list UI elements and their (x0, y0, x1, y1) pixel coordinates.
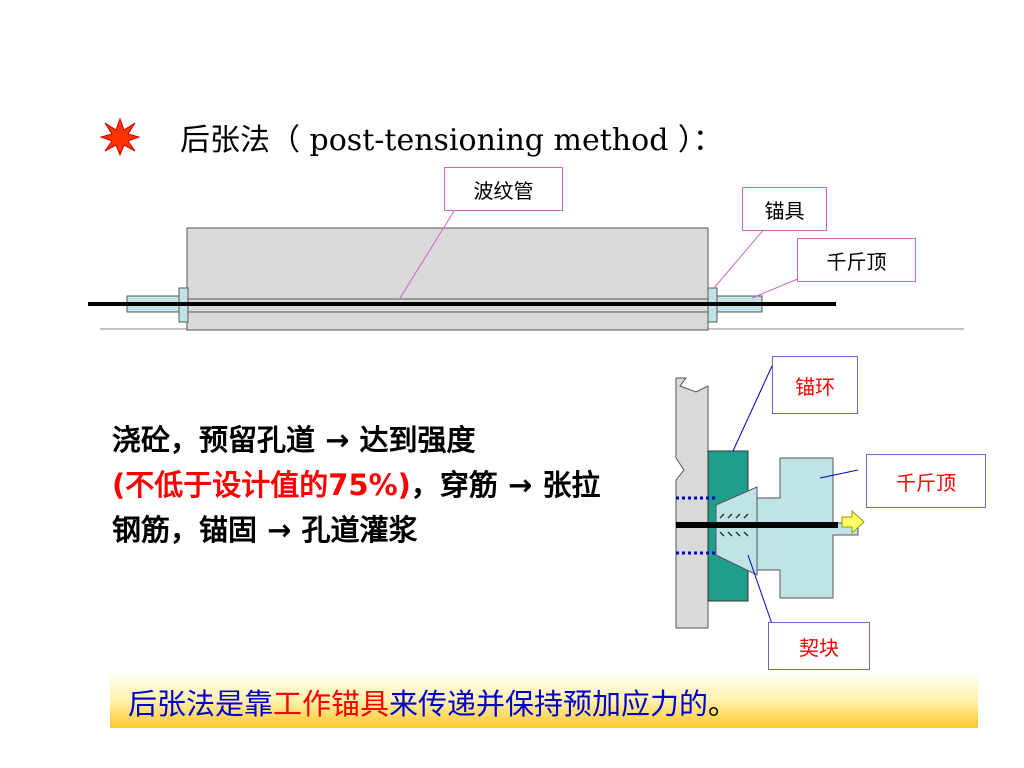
wedge-leader (747, 554, 773, 625)
summary-banner: 后张法是靠工作锚具来传递并保持预加应力的。 (110, 676, 978, 728)
process-step-2: ，穿筋 → 张拉钢筋，锚固 → 孔道灌浆 (112, 468, 601, 547)
process-description: 浇砼，预留孔道 → 达到强度 (不低于设计值的75%)，穿筋 → 张拉钢筋，锚固… (112, 418, 622, 553)
title-row: 后张法（ post-tensioning method ）： (100, 112, 723, 162)
strength-requirement: (不低于设计值的75%) (112, 468, 411, 502)
starburst-icon (100, 117, 140, 157)
summary-period: 。 (708, 687, 738, 721)
concrete-wall (675, 377, 709, 629)
anchor-ring-label: 锚环 (772, 356, 858, 414)
page-title: 后张法（ post-tensioning method ）： (180, 123, 723, 158)
wedge-shape (715, 486, 758, 576)
jack-label: 千斤顶 (797, 238, 916, 282)
duct-label: 波纹管 (444, 167, 563, 211)
wedge-label: 契块 (768, 622, 870, 670)
anchor-ring-leader (732, 365, 773, 452)
anchor-leader (713, 227, 766, 289)
anchor-label: 锚具 (742, 187, 827, 231)
pull-arrow-icon (841, 509, 865, 535)
jack-detail-label: 千斤顶 (866, 454, 986, 508)
jack2-leader (819, 469, 859, 479)
summary-part-3: 来传递并保持预加应力的 (389, 687, 709, 721)
process-step-1: 浇砼，预留孔道 → 达到强度 (112, 423, 476, 457)
summary-highlight: 工作锚具 (273, 687, 390, 721)
wedge-teeth (719, 513, 749, 537)
jack-leader (751, 277, 801, 299)
concrete-beam (186, 227, 709, 331)
summary-part-1: 后张法是靠 (128, 687, 274, 721)
duct-leader (399, 207, 457, 299)
